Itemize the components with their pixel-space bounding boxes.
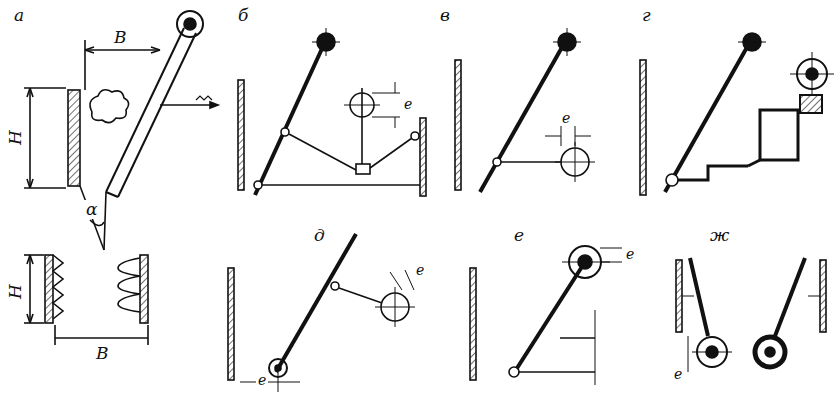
- panel-letter: ж: [708, 226, 731, 245]
- dimension-label: H: [6, 282, 25, 301]
- dimension-label: e: [402, 96, 414, 112]
- dimension-label: B: [94, 344, 111, 363]
- dimension-label: e: [672, 366, 684, 382]
- panel-letter: б: [236, 6, 250, 25]
- dimension-label: e: [560, 110, 572, 126]
- panel-letter: е: [512, 226, 526, 245]
- panel-letter: г: [640, 6, 653, 25]
- panel-letter: а: [12, 6, 26, 25]
- angle-label: α: [84, 200, 99, 219]
- panel-letter: в: [438, 6, 452, 25]
- dimension-label: e: [414, 262, 426, 278]
- dimension-label: H: [6, 128, 25, 147]
- dimension-label: B: [112, 28, 129, 47]
- dimension-label: e: [624, 246, 636, 262]
- panel-letter: д: [312, 226, 327, 245]
- dimension-label: e: [256, 372, 268, 388]
